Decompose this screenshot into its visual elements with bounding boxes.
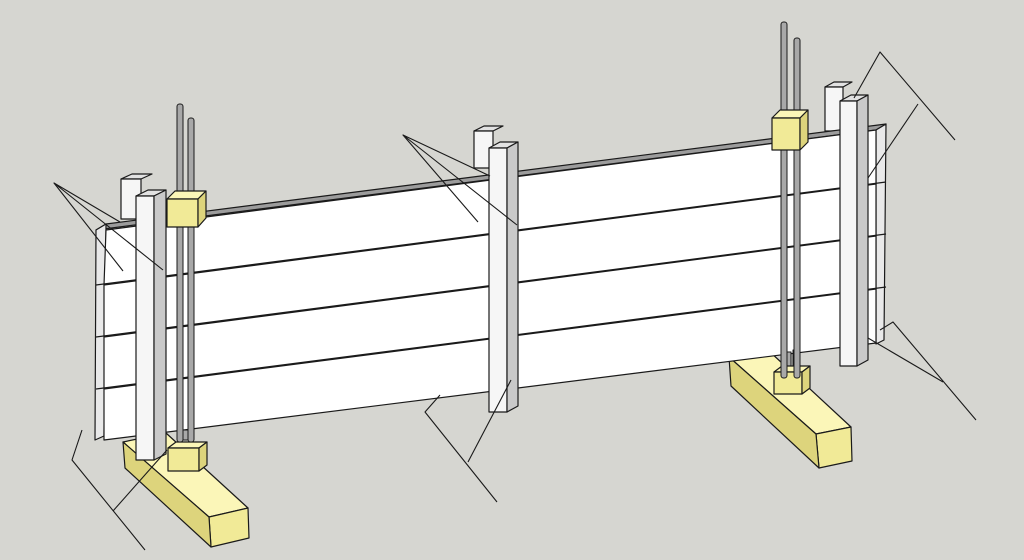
- leader-line-left-mid: [53, 182, 124, 272]
- leader-line-left-bottom: [71, 429, 146, 551]
- threaded-rod-2: [187, 117, 195, 443]
- leader-line-right-top: [853, 51, 956, 141]
- clamp-bracket-left-upper: [166, 190, 207, 228]
- leader-line-middle-bottom: [424, 394, 498, 503]
- rear-post-middle: [473, 125, 504, 169]
- front-post-right: [839, 94, 869, 367]
- front-post-middle: [488, 141, 519, 413]
- front-post-left: [135, 189, 167, 461]
- leader-line-right-bottom: [879, 321, 977, 421]
- leader-line-right-bottom-2: [867, 337, 944, 383]
- threaded-rod-3: [780, 21, 788, 379]
- leader-lines: [53, 51, 977, 551]
- clamp-bracket-right-upper: [771, 109, 809, 151]
- leader-line-middle-bottom-2: [467, 379, 512, 463]
- rear-post-right: [824, 81, 853, 132]
- threaded-rod-4: [793, 37, 801, 379]
- leader-line-left-bottom-2: [112, 449, 168, 512]
- leader-line-middle-top-2: [402, 134, 479, 223]
- leader-line-right-top-2: [867, 103, 919, 179]
- threaded-rod-1: [176, 103, 184, 443]
